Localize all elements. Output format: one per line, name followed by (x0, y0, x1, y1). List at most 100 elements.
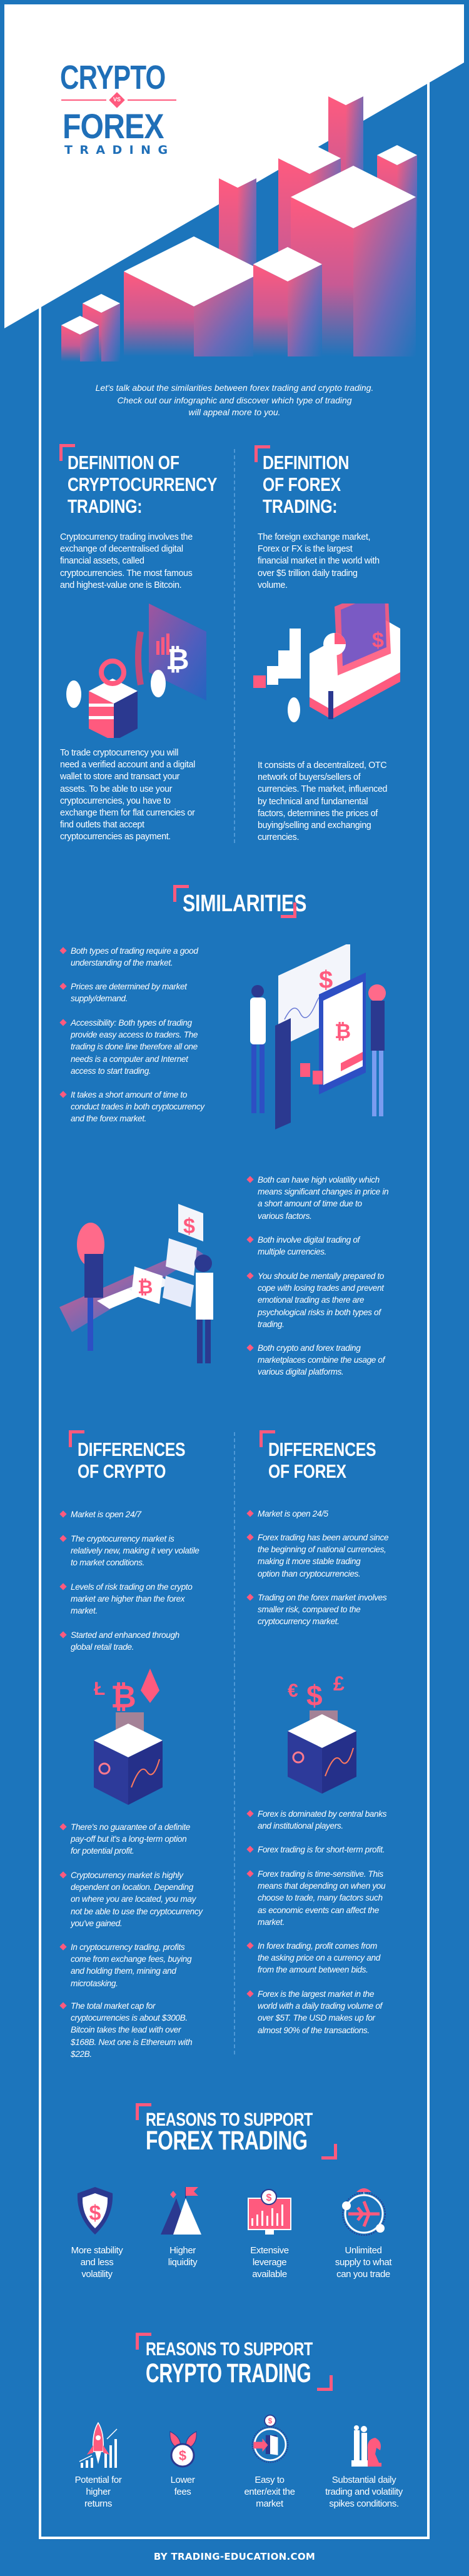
hero-pillar-right-face (353, 197, 416, 356)
forex-cube-illustration: € $ £ (288, 1672, 356, 1794)
difference-text: In forex trading, profit comes from the … (258, 1941, 380, 1975)
bracket-corner-icon (136, 2333, 151, 2350)
hero-pillar-top (83, 294, 120, 313)
hero-title-forex: FOREX (63, 106, 164, 146)
reason-crypto-label: Lower fees (170, 2475, 195, 2497)
diamond-bullet-icon (59, 1019, 67, 1026)
differences-crypto-heading: DIFFERENCES OF CRYPTO (78, 1438, 186, 1482)
crypto-difference-item: In cryptocurrency trading, profits come … (59, 1941, 192, 1989)
similarity-item: Both types of trading require a good und… (59, 945, 198, 969)
svg-text:$: $ (179, 2448, 186, 2463)
similarity-item: You should be mentally prepared to cope … (246, 1270, 384, 1330)
differences-forex-heading: DIFFERENCES OF FOREX (268, 1438, 376, 1482)
bracket-corner-icon (136, 2103, 151, 2120)
similarity-item: Both can have high volatility which mean… (246, 1174, 389, 1222)
similarity-text: You should be mentally prepared to cope … (258, 1271, 384, 1329)
diamond-bullet-icon (246, 1942, 254, 1949)
hero-pillar-top (61, 316, 99, 335)
hero-title-crypto: CRYPTO (60, 59, 166, 96)
similarity-item: It takes a short amount of time to condu… (59, 1089, 204, 1125)
hero-illustration (61, 88, 417, 361)
difference-text: Started and enhanced through global reta… (71, 1630, 179, 1652)
reason-crypto-label: Easy to enter/exit the market (244, 2475, 295, 2509)
hero-title-trading: TRADING (64, 143, 175, 157)
crypto-server-illustration: ₿ (66, 604, 206, 738)
vs-divider-right (128, 99, 176, 101)
diamond-bullet-icon (246, 1870, 254, 1877)
svg-text:$: $ (89, 2201, 101, 2225)
difference-text: The total market cap for cryptocurrencie… (71, 2001, 193, 2059)
diamond-bullet-icon (246, 1272, 254, 1280)
diamond-bullet-icon (246, 1176, 254, 1183)
similarity-text: Both involve digital trading of multiple… (258, 1235, 360, 1257)
bracket-corner-icon (321, 2144, 337, 2159)
difference-text: Forex trading is time-sensitive. This me… (258, 1869, 386, 1927)
door-enter-icon: $ (251, 2414, 289, 2463)
diamond-bullet-icon (59, 2002, 67, 2009)
hero-pillar-left-face (61, 325, 80, 361)
rocket-chart-icon (79, 2422, 118, 2468)
difference-text: Forex trading is for short-term profit. (258, 1845, 385, 1854)
similarity-text: It takes a short amount of time to condu… (71, 1090, 204, 1124)
diamond-bullet-icon (246, 1810, 254, 1817)
similarity-text: Both can have high volatility which mean… (258, 1175, 389, 1221)
definition-crypto-body: Cryptocurrency trading involves the exch… (60, 532, 193, 590)
forex-difference-item: Forex trading is for short-term profit. (246, 1844, 385, 1856)
diamond-bullet-icon (246, 1594, 254, 1601)
forex-platform-illustration: $ (253, 604, 400, 722)
diamond-bullet-icon (59, 1943, 67, 1951)
crypto-cube-illustration: Ł ₿ (94, 1669, 163, 1805)
svg-text:$: $ (372, 629, 384, 652)
difference-text: In cryptocurrency trading, profits come … (71, 1942, 192, 1988)
coin-leaves-icon: $ (169, 2431, 197, 2468)
intro-text: Let's talk about the similarities betwee… (95, 383, 374, 417)
similarity-item: Prices are determined by market supply/d… (59, 981, 187, 1004)
diamond-bullet-icon (246, 1344, 254, 1351)
difference-text: Market is open 24/7 (71, 1510, 141, 1519)
difference-text: Forex is the largest market in the world… (258, 1989, 382, 2035)
hero-pillar-left-face (253, 264, 288, 356)
chess-pieces-icon (351, 2425, 381, 2467)
hero-pillar-top (278, 143, 341, 174)
mobile-trading-illustration: $ ₿ (250, 944, 386, 1129)
reason-forex-label: More stability and less volatility (71, 2245, 123, 2280)
svg-text:₿: ₿ (335, 1020, 351, 1043)
hero-background (4, 4, 464, 361)
forex-difference-item: In forex trading, profit comes from the … (246, 1940, 380, 1976)
diamond-bullet-icon (59, 1871, 67, 1879)
bracket-corner-icon (281, 902, 296, 918)
definition-crypto-heading: DEFINITION OF CRYPTOCURRENCY TRADING: (68, 452, 218, 517)
bracket-corner-icon (173, 885, 189, 902)
diamond-bullet-icon (246, 1533, 254, 1541)
diamond-bullet-icon (246, 1990, 254, 1998)
diamond-bullet-icon (246, 1236, 254, 1243)
hero-pillar-left-face (124, 271, 194, 356)
crypto-difference-item: Market is open 24/7 (59, 1508, 141, 1520)
similarity-text: Both crypto and forex trading marketplac… (258, 1343, 385, 1377)
bracket-corner-icon (255, 445, 270, 462)
bracket-corner-icon (69, 1430, 84, 1447)
similarity-text: Accessibility: Both types of trading pro… (71, 1018, 198, 1076)
crypto-difference-item: Cryptocurrency market is highly dependen… (59, 1869, 203, 1929)
svg-text:$: $ (266, 2193, 272, 2203)
similarity-item: Both involve digital trading of multiple… (246, 1234, 360, 1258)
crypto-difference-item: The cryptocurrency market is relatively … (59, 1533, 199, 1569)
reason-forex-label: Higher liquidity (168, 2245, 198, 2268)
forex-difference-item: Forex trading has been around since the … (246, 1532, 389, 1580)
crypto-difference-item: The total market cap for cryptocurrencie… (59, 2000, 193, 2060)
crypto-difference-item: Levels of risk trading on the crypto mar… (59, 1581, 193, 1617)
svg-text:₿: ₿ (111, 1679, 136, 1714)
diamond-bullet-icon (246, 1846, 254, 1853)
svg-text:$: $ (319, 966, 333, 994)
difference-text: Market is open 24/5 (258, 1509, 328, 1518)
shield-dollar-icon: $ (77, 2187, 113, 2235)
similarities-heading: SIMILARITIES (183, 891, 307, 917)
reason-forex-label: Unlimited supply to what can you trade (335, 2245, 392, 2280)
reasons-forex-heading-large: FOREX TRADING (146, 2126, 308, 2156)
svg-text:₿: ₿ (138, 1277, 153, 1298)
diamond-bullet-icon (246, 1510, 254, 1517)
content-frame (39, 38, 430, 2539)
hero-pillar-right-face (101, 303, 120, 361)
svg-text:₿: ₿ (166, 643, 189, 675)
hero-pillar-right-face (194, 271, 264, 356)
